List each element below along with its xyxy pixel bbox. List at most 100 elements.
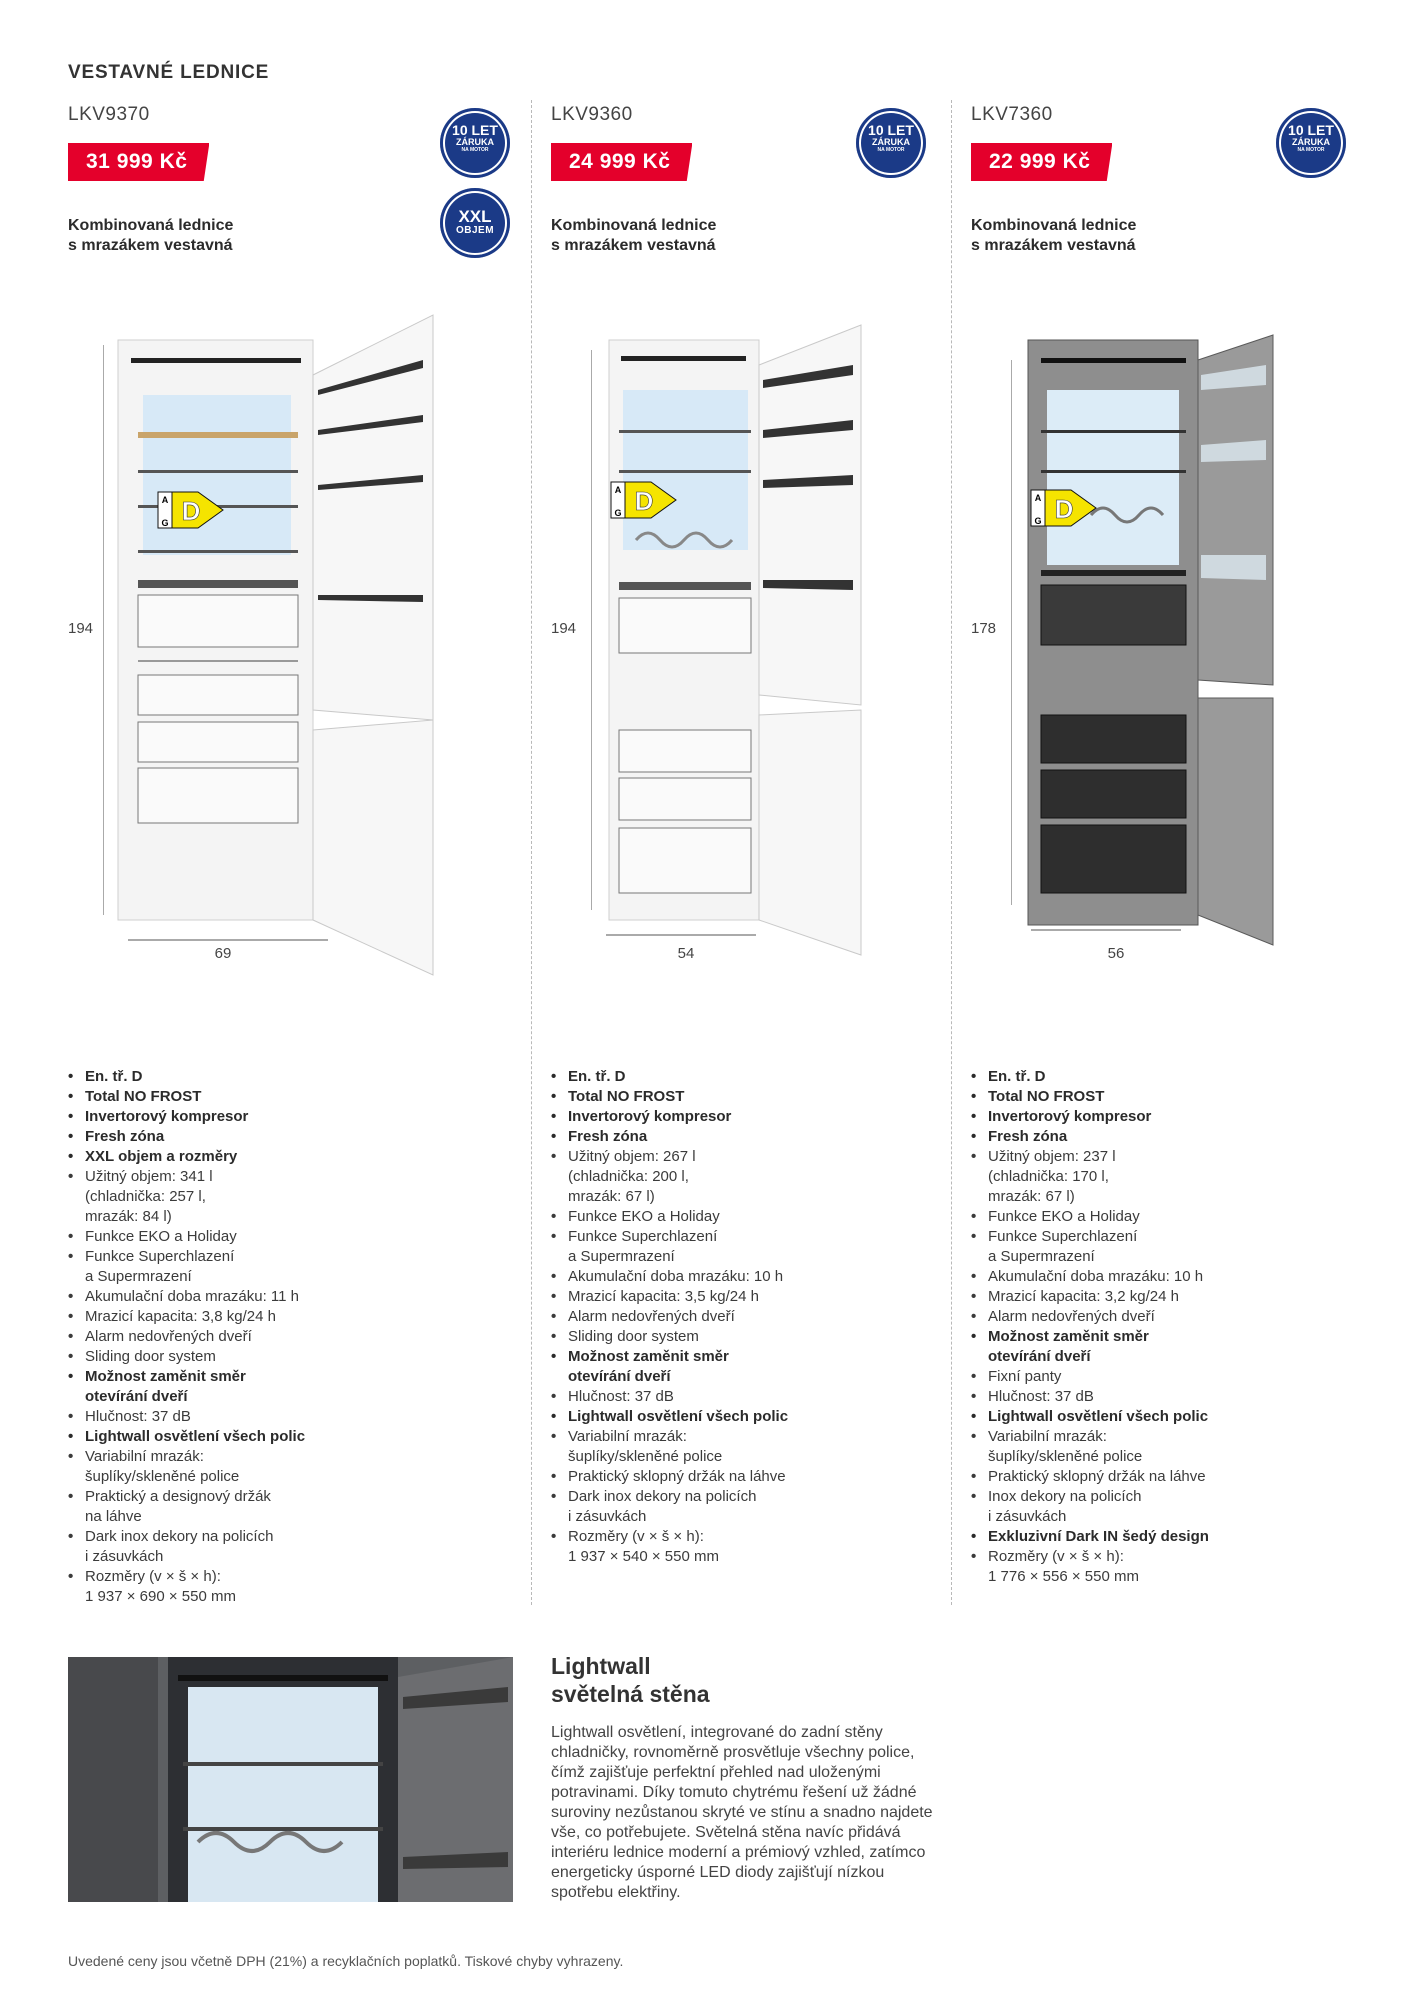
warranty-badge: 10 LET ZÁRUKA NA MOTOR bbox=[440, 108, 510, 178]
energy-scale-bottom: G bbox=[1034, 516, 1041, 526]
spec-line: otevírání dveří bbox=[568, 1368, 671, 1385]
spec-line: 1 937 × 540 × 550 mm bbox=[568, 1548, 719, 1565]
spec-line: Užitný objem: 237 l bbox=[988, 1148, 1116, 1165]
spec-line: Invertorový kompresor bbox=[568, 1108, 732, 1125]
spec-line: otevírání dveří bbox=[85, 1388, 188, 1405]
energy-scale-top: A bbox=[615, 485, 622, 495]
description-line: spotřebu elektřiny. bbox=[551, 1884, 681, 1901]
spec-line: Akumulační doba mrazáku: 10 h bbox=[988, 1268, 1204, 1285]
lightwall-photo bbox=[68, 1657, 513, 1902]
spec-item: Variabilní mrazák:šuplíky/skleněné polic… bbox=[971, 1427, 1209, 1467]
spec-item: Total NO FROST bbox=[971, 1087, 1209, 1107]
product-model: LKV9360 bbox=[551, 104, 633, 125]
description-line: čímž zajišťuje perfektní přehled nad ulo… bbox=[551, 1764, 881, 1781]
spec-item: Total NO FROST bbox=[68, 1087, 305, 1107]
spec-item: Fresh zóna bbox=[68, 1127, 305, 1147]
bottle-holder bbox=[1089, 506, 1165, 524]
lightwall-panel bbox=[188, 1687, 378, 1902]
spec-item: Rozměry (v × š × h):1 776 × 556 × 550 mm bbox=[971, 1547, 1209, 1587]
spec-item: Akumulační doba mrazáku: 10 h bbox=[971, 1267, 1209, 1287]
spec-line: 1 937 × 690 × 550 mm bbox=[85, 1588, 236, 1605]
freezer-drawer bbox=[618, 729, 752, 773]
bottle-holder bbox=[634, 531, 734, 549]
spec-line: mrazák: 84 l) bbox=[85, 1208, 172, 1225]
spec-line: šuplíky/skleněné police bbox=[988, 1448, 1143, 1465]
spec-line: i zásuvkách bbox=[988, 1508, 1067, 1525]
spec-line: Fresh zóna bbox=[988, 1128, 1068, 1145]
spec-item: Užitný objem: 341 l(chladnička: 257 l,mr… bbox=[68, 1167, 305, 1227]
spec-line: Total NO FROST bbox=[988, 1088, 1105, 1105]
spec-item: Funkce EKO a Holiday bbox=[551, 1207, 788, 1227]
spec-line: Invertorový kompresor bbox=[988, 1108, 1152, 1125]
lightwall-title: Lightwall světelná stěna bbox=[551, 1652, 710, 1708]
spec-item: Praktický a designový držák na láhve bbox=[68, 1487, 305, 1527]
spec-line: Rozměry (v × š × h): bbox=[988, 1548, 1124, 1565]
spec-item: Akumulační doba mrazáku: 10 h bbox=[551, 1267, 788, 1287]
spec-item: Variabilní mrazák:šuplíky/skleněné polic… bbox=[68, 1447, 305, 1487]
shelf bbox=[138, 432, 298, 438]
spec-line: Akumulační doba mrazáku: 11 h bbox=[85, 1288, 300, 1305]
energy-scale-bottom: G bbox=[614, 508, 621, 518]
spec-item: Funkce EKO a Holiday bbox=[68, 1227, 305, 1247]
spec-item: Praktický sklopný držák na láhve bbox=[971, 1467, 1209, 1487]
spec-line: Praktický sklopný držák na láhve bbox=[568, 1468, 786, 1485]
spec-item: Mrazicí kapacita: 3,8 kg/24 h bbox=[68, 1307, 305, 1327]
width-dimension: 56 bbox=[1107, 945, 1125, 962]
spec-line: Mrazicí kapacita: 3,8 kg/24 h bbox=[85, 1308, 276, 1325]
spec-line: En. tř. D bbox=[568, 1068, 626, 1085]
energy-class: D bbox=[635, 486, 654, 516]
spec-item: Užitný objem: 267 l(chladnička: 200 l,mr… bbox=[551, 1147, 788, 1207]
spec-item: En. tř. D bbox=[68, 1067, 305, 1087]
energy-scale-top: A bbox=[162, 495, 169, 505]
spec-line: Total NO FROST bbox=[85, 1088, 202, 1105]
spec-line: Variabilní mrazák: bbox=[568, 1428, 687, 1445]
spec-line: Praktický sklopný držák na láhve bbox=[988, 1468, 1206, 1485]
spec-line: i zásuvkách bbox=[568, 1508, 647, 1525]
subtitle-line: Kombinovaná lednice bbox=[68, 217, 234, 234]
warranty-years: 10 LET bbox=[452, 122, 498, 138]
price-tag: 31 999 Kč bbox=[68, 143, 210, 181]
spec-item: Lightwall osvětlení všech polic bbox=[971, 1407, 1209, 1427]
height-dimension: 194 bbox=[68, 620, 94, 637]
height-dimension: 178 bbox=[971, 620, 997, 637]
fridge-door bbox=[758, 324, 862, 706]
price-tag: 22 999 Kč bbox=[971, 143, 1113, 181]
spec-line: Hlučnost: 37 dB bbox=[85, 1408, 191, 1425]
energy-class: D bbox=[1055, 494, 1074, 524]
spec-item: Praktický sklopný držák na láhve bbox=[551, 1467, 788, 1487]
spec-line: a Supermrazení bbox=[988, 1248, 1095, 1265]
spec-line: i zásuvkách bbox=[85, 1548, 164, 1565]
spec-line: Praktický a designový držák bbox=[85, 1488, 271, 1505]
spec-item: Užitný objem: 237 l(chladnička: 170 l,mr… bbox=[971, 1147, 1209, 1207]
spec-line: Funkce EKO a Holiday bbox=[85, 1228, 237, 1245]
description-line: energeticky úsporné LED diody zajišťují … bbox=[551, 1864, 885, 1881]
warranty-scope: NA MOTOR bbox=[877, 147, 905, 153]
product-subtitle: Kombinovaná lednice s mrazákem vestavná bbox=[551, 216, 811, 256]
freezer-drawer bbox=[137, 721, 299, 763]
spec-line: En. tř. D bbox=[988, 1068, 1046, 1085]
spec-line: Sliding door system bbox=[568, 1328, 699, 1345]
spec-item: Rozměry (v × š × h):1 937 × 540 × 550 mm bbox=[551, 1527, 788, 1567]
spec-line: Hlučnost: 37 dB bbox=[568, 1388, 674, 1405]
bottle-holder bbox=[196, 1831, 344, 1853]
column-divider bbox=[951, 100, 952, 1605]
spec-item: Alarm nedovřených dveří bbox=[971, 1307, 1209, 1327]
fresh-drawer bbox=[137, 594, 299, 648]
spec-line: Alarm nedovřených dveří bbox=[988, 1308, 1155, 1325]
spec-line: Fresh zóna bbox=[85, 1128, 165, 1145]
spec-item: Fresh zóna bbox=[551, 1127, 788, 1147]
spec-line: Alarm nedovřených dveří bbox=[568, 1308, 735, 1325]
spec-line: Lightwall osvětlení všech polic bbox=[568, 1408, 789, 1425]
spec-line: Rozměry (v × š × h): bbox=[85, 1568, 221, 1585]
description-line: interiéru lednice moderní a prémiový vzh… bbox=[551, 1844, 926, 1861]
spec-item: XXL objem a rozměry bbox=[68, 1147, 305, 1167]
description-line: potravinami. Díky tomuto chytrému řešení… bbox=[551, 1784, 917, 1801]
fresh-drawer bbox=[1040, 584, 1187, 646]
spec-item: Alarm nedovřených dveří bbox=[68, 1327, 305, 1347]
spec-line: na láhve bbox=[85, 1508, 142, 1525]
spec-item: Fixní panty bbox=[971, 1367, 1209, 1387]
spec-line: Sliding door system bbox=[85, 1348, 216, 1365]
spec-line: otevírání dveří bbox=[988, 1348, 1091, 1365]
